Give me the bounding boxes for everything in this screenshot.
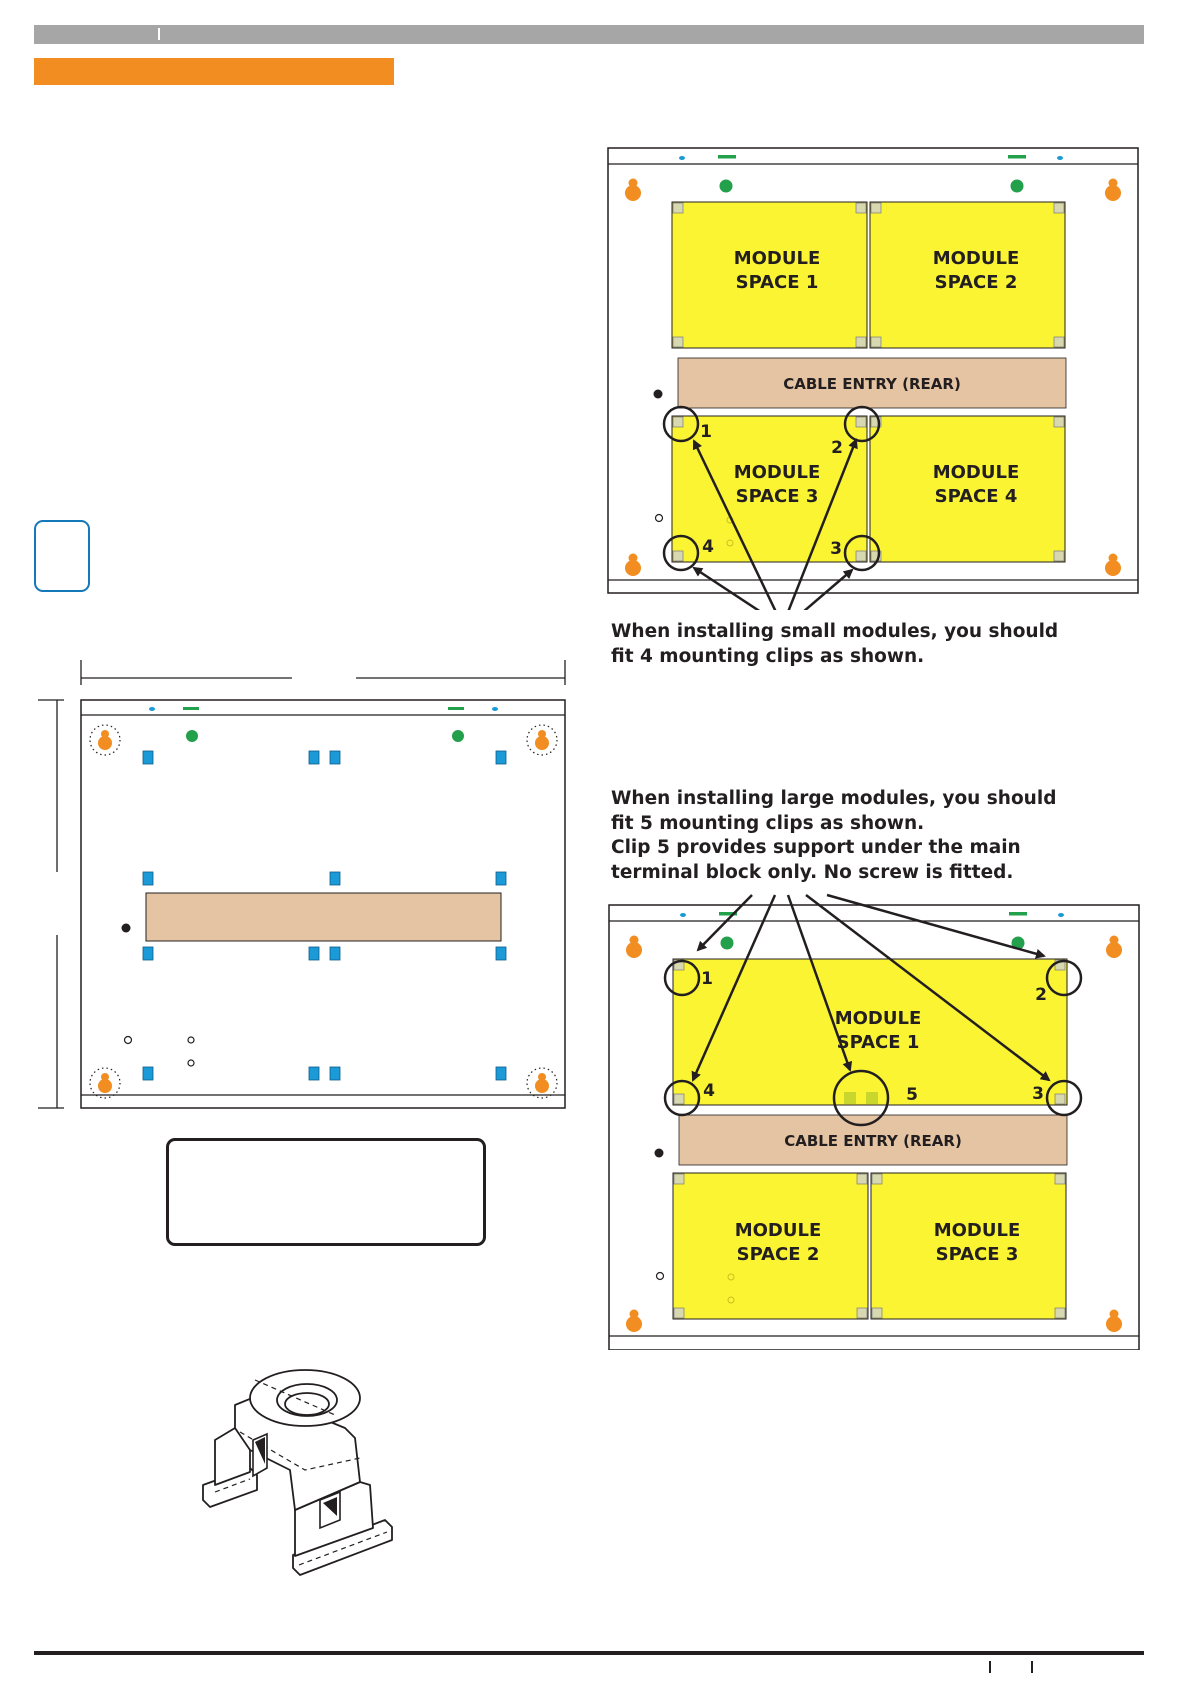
large-clip-3: 3 <box>1032 1084 1044 1104</box>
footer-divider <box>989 1661 991 1673</box>
footer-divider <box>1031 1661 1033 1673</box>
large-module-3-line2: SPACE 3 <box>936 1244 1019 1265</box>
small-modules-diagram: CABLE ENTRY (REAR) MODULE SPACE 1 MODULE… <box>607 147 1139 610</box>
header-bar <box>34 25 1144 44</box>
small-cable-entry-label: CABLE ENTRY (REAR) <box>783 375 961 393</box>
section-title-bar <box>34 58 394 85</box>
small-clip-3: 3 <box>830 539 842 559</box>
note-icon <box>34 520 90 592</box>
small-module-1-line2: SPACE 1 <box>736 272 819 293</box>
large-modules-diagram: CABLE ENTRY (REAR) MODULE SPACE 1 MODULE… <box>608 893 1140 1350</box>
small-clip-2: 2 <box>831 438 843 458</box>
large-cable-entry-label: CABLE ENTRY (REAR) <box>784 1132 962 1150</box>
small-module-3-line1: MODULE <box>734 462 821 483</box>
large-clip-4: 4 <box>703 1081 715 1101</box>
large-clip-1: 1 <box>701 969 713 989</box>
mounting-clip-illustration <box>202 1369 393 1576</box>
caption-large-modules: When installing large modules, you shoul… <box>611 788 1057 883</box>
note-textbox <box>166 1138 486 1246</box>
large-module-1-line1: MODULE <box>835 1008 922 1029</box>
header-divider <box>158 28 160 40</box>
large-module-2-line1: MODULE <box>735 1220 822 1241</box>
small-module-4-line2: SPACE 4 <box>935 486 1018 507</box>
small-clip-4: 4 <box>702 537 714 557</box>
large-clip-5: 5 <box>906 1085 918 1105</box>
caption-small-modules: When installing small modules, you shoul… <box>611 621 1059 667</box>
enclosure-plan-diagram <box>38 660 566 1109</box>
small-module-2-line1: MODULE <box>933 248 1020 269</box>
footer-rule <box>34 1651 1144 1655</box>
large-module-2-line2: SPACE 2 <box>737 1244 820 1265</box>
small-module-1-line1: MODULE <box>734 248 821 269</box>
small-module-3-line2: SPACE 3 <box>736 486 819 507</box>
large-module-1-line2: SPACE 1 <box>837 1032 920 1053</box>
large-clip-2: 2 <box>1035 985 1047 1005</box>
small-clip-1: 1 <box>700 422 712 442</box>
small-module-2-line2: SPACE 2 <box>935 272 1018 293</box>
small-module-4-line1: MODULE <box>933 462 1020 483</box>
large-module-3-line1: MODULE <box>934 1220 1021 1241</box>
